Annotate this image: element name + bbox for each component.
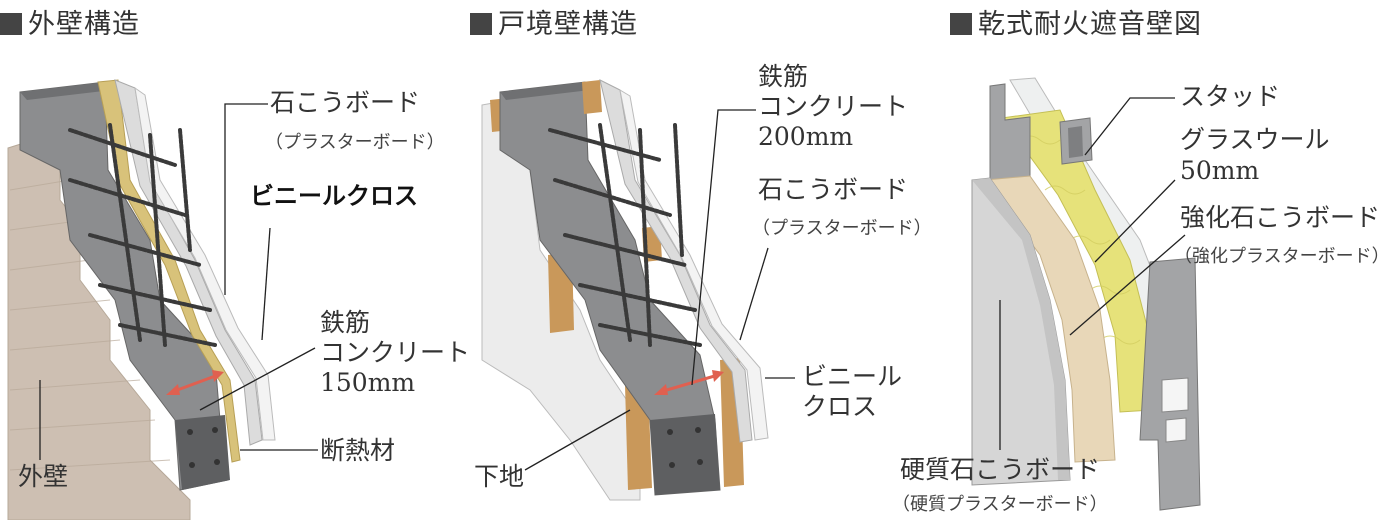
label-insulation: 断熱材 xyxy=(320,436,396,465)
label-gypsum-board: 石こうボード xyxy=(758,175,909,204)
label-thickness-150: 150mm xyxy=(320,368,416,397)
title-square-icon xyxy=(950,13,972,35)
label-base: 下地 xyxy=(474,462,525,491)
label-reinforced-board: 強化石こうボード xyxy=(1180,203,1381,232)
label-reinforced-plaster-board: （強化プラスターボード） xyxy=(1174,246,1390,267)
label-plaster-board: （プラスターボード） xyxy=(752,218,932,239)
panel-title-drywall: 乾式耐火遮音壁図 xyxy=(950,2,1202,41)
label-plaster-board: （プラスターボード） xyxy=(265,132,445,153)
drywall-illustration xyxy=(971,77,1201,511)
label-cloth: クロス xyxy=(802,392,878,421)
title-square-icon xyxy=(0,13,22,35)
label-stud: スタッド xyxy=(1180,82,1281,111)
label-gypsum-board: 石こうボード xyxy=(270,88,421,117)
partition-wall-panel: 戸境壁構造 xyxy=(470,0,950,520)
exterior-wall-panel: 外壁構造 xyxy=(0,0,470,520)
label-rebar: 鉄筋 xyxy=(758,62,809,91)
title-square-icon xyxy=(470,13,492,35)
label-concrete: コンクリート xyxy=(758,92,909,121)
exterior-wall-illustration xyxy=(7,79,318,520)
label-hard-board: 硬質石こうボード xyxy=(900,455,1101,484)
panel-title-exterior: 外壁構造 xyxy=(0,2,140,41)
partition-wall-illustration xyxy=(481,79,795,501)
label-exterior-wall: 外壁 xyxy=(18,462,69,491)
label-glass-wool: グラスウール xyxy=(1180,125,1330,154)
label-vinyl-cloth: ビニールクロス xyxy=(250,182,418,210)
label-concrete: コンクリート xyxy=(320,338,471,367)
label-rebar: 鉄筋 xyxy=(320,308,371,337)
label-hard-plaster-board: （硬質プラスターボード） xyxy=(892,494,1108,515)
panel-title-partition: 戸境壁構造 xyxy=(470,2,638,41)
drywall-panel: 乾式耐火遮音壁図 スタッド グラスウール 50mm 強 xyxy=(892,0,1400,520)
label-vinyl: ビニール xyxy=(802,362,903,391)
label-thickness-200: 200mm xyxy=(758,122,854,151)
label-thickness-50: 50mm xyxy=(1180,156,1260,185)
